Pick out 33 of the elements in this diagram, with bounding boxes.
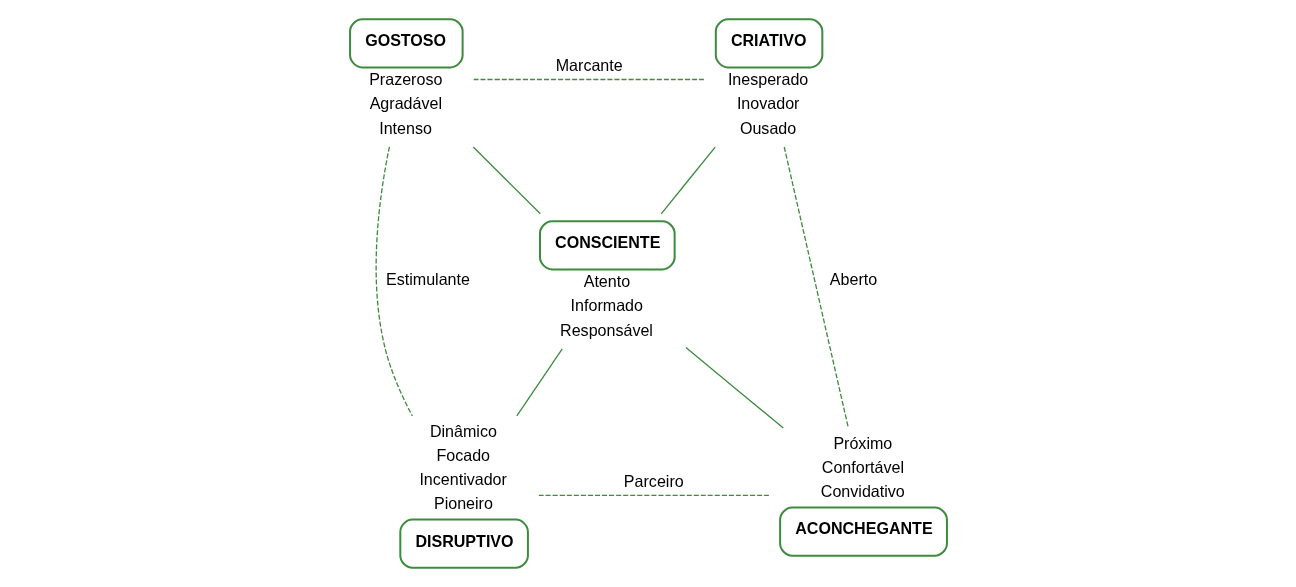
node-label: Prazeroso [368, 70, 442, 89]
node-label: Confortável [821, 458, 904, 477]
node-label: Inesperado [727, 70, 808, 89]
node-label: Dinâmico [429, 421, 497, 440]
node-label: Responsável [559, 320, 653, 339]
node-label: Agradável [369, 94, 442, 113]
node-box: CONSCIENTE [538, 220, 676, 271]
node-label: Próximo [832, 434, 892, 453]
node-box: GOSTOSO [348, 18, 464, 69]
node-label: Pioneiro [433, 494, 493, 513]
node-label: Ousado [739, 118, 796, 137]
node-label: Atento [583, 272, 630, 291]
node-label: Intenso [378, 118, 432, 137]
edge-label: Parceiro [623, 472, 684, 491]
node-label: Incentivador [418, 470, 507, 489]
node-label: Focado [435, 446, 490, 465]
node-box: ACONCHEGANTE [778, 506, 948, 557]
connector [537, 494, 770, 497]
node-box: CRIATIVO [714, 18, 823, 69]
edge-label: Estimulante [385, 270, 470, 289]
node-label: Convidativo [820, 482, 905, 501]
node-box: DISRUPTIVO [398, 518, 529, 569]
connector [515, 348, 563, 417]
connector [472, 78, 705, 81]
connector [783, 146, 849, 429]
connector [660, 146, 716, 215]
node-label: Inovador [736, 94, 799, 113]
connector [472, 146, 541, 215]
connector [375, 146, 413, 417]
node-label: Informado [570, 296, 643, 315]
connector [684, 346, 784, 429]
edge-label: Aberto [829, 270, 877, 289]
edge-label: Marcante [555, 56, 623, 75]
